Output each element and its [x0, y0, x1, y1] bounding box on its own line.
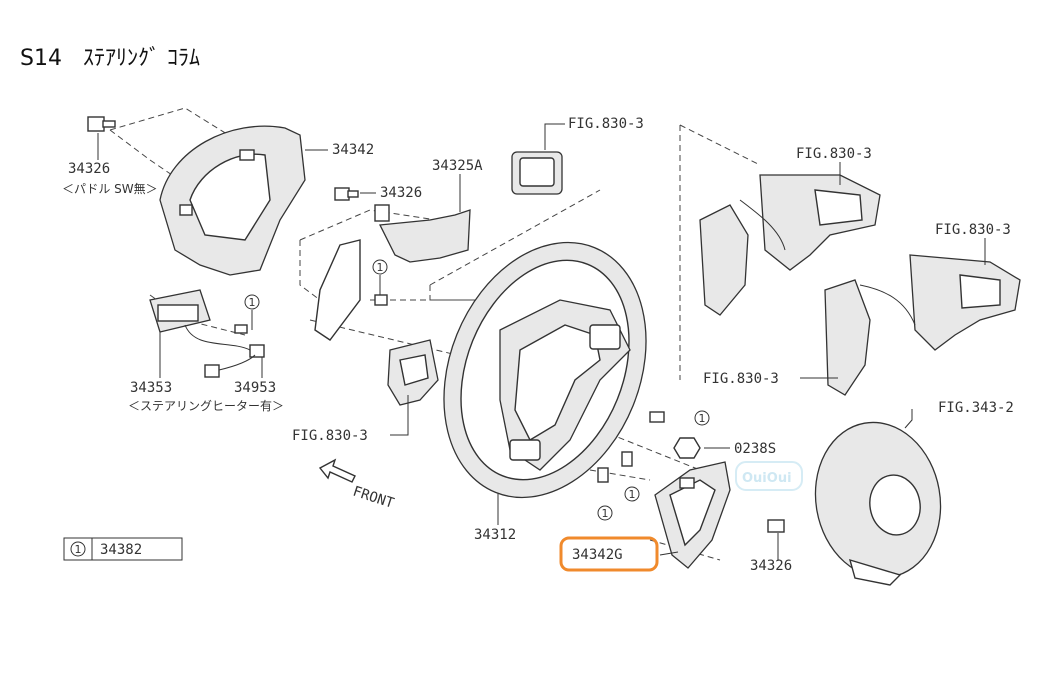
label-34325A: 34325A [432, 158, 483, 174]
leader-lines [97, 123, 986, 560]
column-cover-34342 [159, 125, 306, 276]
label-34326-bot: 34326 [750, 558, 792, 574]
svg-text:1: 1 [699, 412, 706, 425]
label-34326-top: 34326 [68, 161, 110, 177]
label-paddle-note: ＜パドル SW無＞ [62, 181, 158, 196]
paddle-bracket-34325A [314, 187, 471, 341]
label-34326-mid: 34326 [380, 185, 422, 201]
diagram-title: S14 ｽﾃｱﾘﾝｸﾞ ｺﾗﾑ [20, 40, 200, 72]
legend-part-number: 34382 [100, 542, 142, 558]
label-34953: 34953 [234, 380, 276, 396]
svg-text:1: 1 [249, 296, 256, 309]
label-34342G: 34342G [572, 547, 623, 563]
label-34353: 34353 [130, 380, 172, 396]
lower-cover-34342G [654, 461, 731, 569]
label-fig830-top: FIG.830-3 [568, 116, 644, 132]
highlighted-part-34342G[interactable]: 34342G [559, 536, 659, 572]
highlight-box [559, 536, 659, 572]
dashed-assembly-lines [109, 107, 761, 561]
section-code: S14 [20, 46, 62, 71]
label-fig830-left: FIG.830-3 [292, 428, 368, 444]
wheel-screws [597, 411, 785, 533]
svg-text:1: 1 [629, 488, 636, 501]
label-fig830-right2: FIG.830-3 [935, 222, 1011, 238]
label-34342: 34342 [332, 142, 374, 158]
section-title: ｽﾃｱﾘﾝｸﾞ ｺﾗﾑ [82, 46, 200, 71]
svg-text:1: 1 [602, 507, 609, 520]
front-label: FRONT [351, 484, 397, 512]
right-switch-lower [824, 254, 1021, 396]
label-heater-note: ＜ステアリングヒーター有＞ [128, 399, 284, 413]
label-fig830-mid: FIG.830-3 [703, 371, 779, 387]
label-0238S: 0238S [734, 441, 776, 457]
svg-text:1: 1 [377, 261, 384, 274]
switch-module-top [511, 151, 563, 195]
ref-markers: 1 1 1 1 1 [244, 259, 710, 521]
label-fig830-right1: FIG.830-3 [796, 146, 872, 162]
watermark-logo: OuiOui [735, 461, 803, 491]
legend-box: 1 34382 [63, 537, 183, 561]
label-fig343: FIG.343-2 [938, 400, 1014, 416]
bolt-34326-top [87, 116, 116, 132]
legend-number: 1 [75, 543, 82, 556]
front-arrow: FRONT [318, 458, 397, 512]
heater-unit-34353 [149, 289, 265, 378]
left-switch-assembly [387, 339, 439, 406]
svg-text:OuiOui: OuiOui [742, 471, 792, 486]
right-switch-upper [699, 174, 881, 316]
label-34312: 34312 [474, 527, 516, 543]
airbag-module [814, 421, 942, 586]
steering-wheel-34312 [443, 241, 647, 499]
